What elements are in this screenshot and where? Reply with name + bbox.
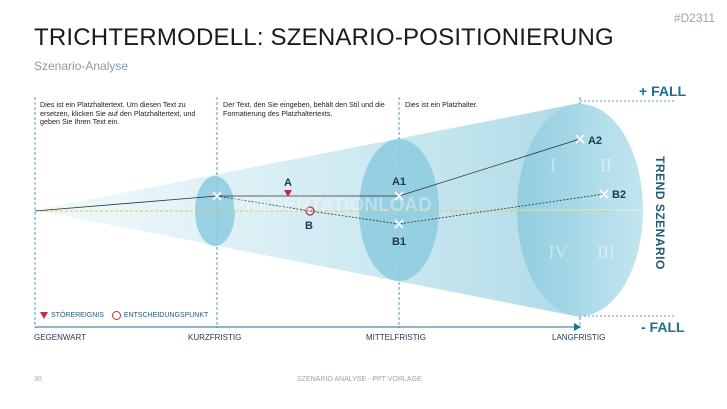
note-1: Dies ist ein Platzhaltertext. Um diesen … xyxy=(40,100,196,127)
axis-label-kurzfristig: KURZFRISTIG xyxy=(188,333,242,342)
page-subtitle: Szenario-Analyse xyxy=(34,59,129,73)
point-label-a: A xyxy=(284,177,292,189)
page-title: TRICHTERMODELL: SZENARIO-POSITIONIERUNG xyxy=(34,24,614,51)
decision-marker xyxy=(305,206,315,216)
trend-scenario-label: TREND SZENARIO xyxy=(653,156,667,270)
funnel-shape xyxy=(35,103,580,317)
point-label-a1: A1 xyxy=(392,176,406,188)
legend-event-label: STÖREREIGNIS xyxy=(51,312,104,319)
note-2: Der Text, den Sie eingeben, behält den S… xyxy=(223,100,385,118)
point-label-b2: B2 xyxy=(612,189,626,201)
ellipse-mittelfristig xyxy=(359,139,439,281)
legend-decision-label: ENTSCHEIDUNGSPUNKT xyxy=(123,312,209,319)
page-number: 30 xyxy=(34,376,42,383)
minus-fall-label: - FALL xyxy=(641,319,685,335)
point-label-b: B xyxy=(305,220,313,232)
quadrant-label-ii: II xyxy=(600,155,612,175)
marker-x xyxy=(599,189,609,199)
footer-text: SZENARIO ANALYSE - PPT VORLAGE xyxy=(297,376,422,383)
timeline-arrow xyxy=(574,323,581,331)
axis-label-gegenwart: GEGENWART xyxy=(34,333,87,342)
event-marker xyxy=(284,190,292,197)
axis-label-langfristig: LANGFRISTIG xyxy=(552,333,606,342)
marker-x xyxy=(212,191,222,201)
note-3: Dies ist ein Platzhalter. xyxy=(405,100,478,109)
point-label-b1: B1 xyxy=(392,236,406,248)
watermark: PRESENTATIONLOAD xyxy=(232,195,432,216)
scenario-path-lower xyxy=(216,193,605,225)
decision-icon xyxy=(111,311,121,320)
quadrant-label-i: I xyxy=(550,155,556,175)
point-label-a2: A2 xyxy=(588,135,602,147)
slide-code: #D2311 xyxy=(673,11,715,25)
marker-x xyxy=(394,191,404,201)
quadrant-label-iv: IV xyxy=(549,242,568,262)
plus-fall-label: + FALL xyxy=(639,83,687,99)
quadrant-label-iii: III xyxy=(597,242,615,262)
marker-x xyxy=(575,134,585,144)
scenario-path-upper xyxy=(34,138,581,212)
axis-label-mittelfristig: MITTELFRISTIG xyxy=(366,333,426,342)
event-icon xyxy=(40,312,48,319)
marker-x xyxy=(394,219,404,229)
legend: STÖREREIGNIS ENTSCHEIDUNGSPUNKT xyxy=(40,311,208,320)
